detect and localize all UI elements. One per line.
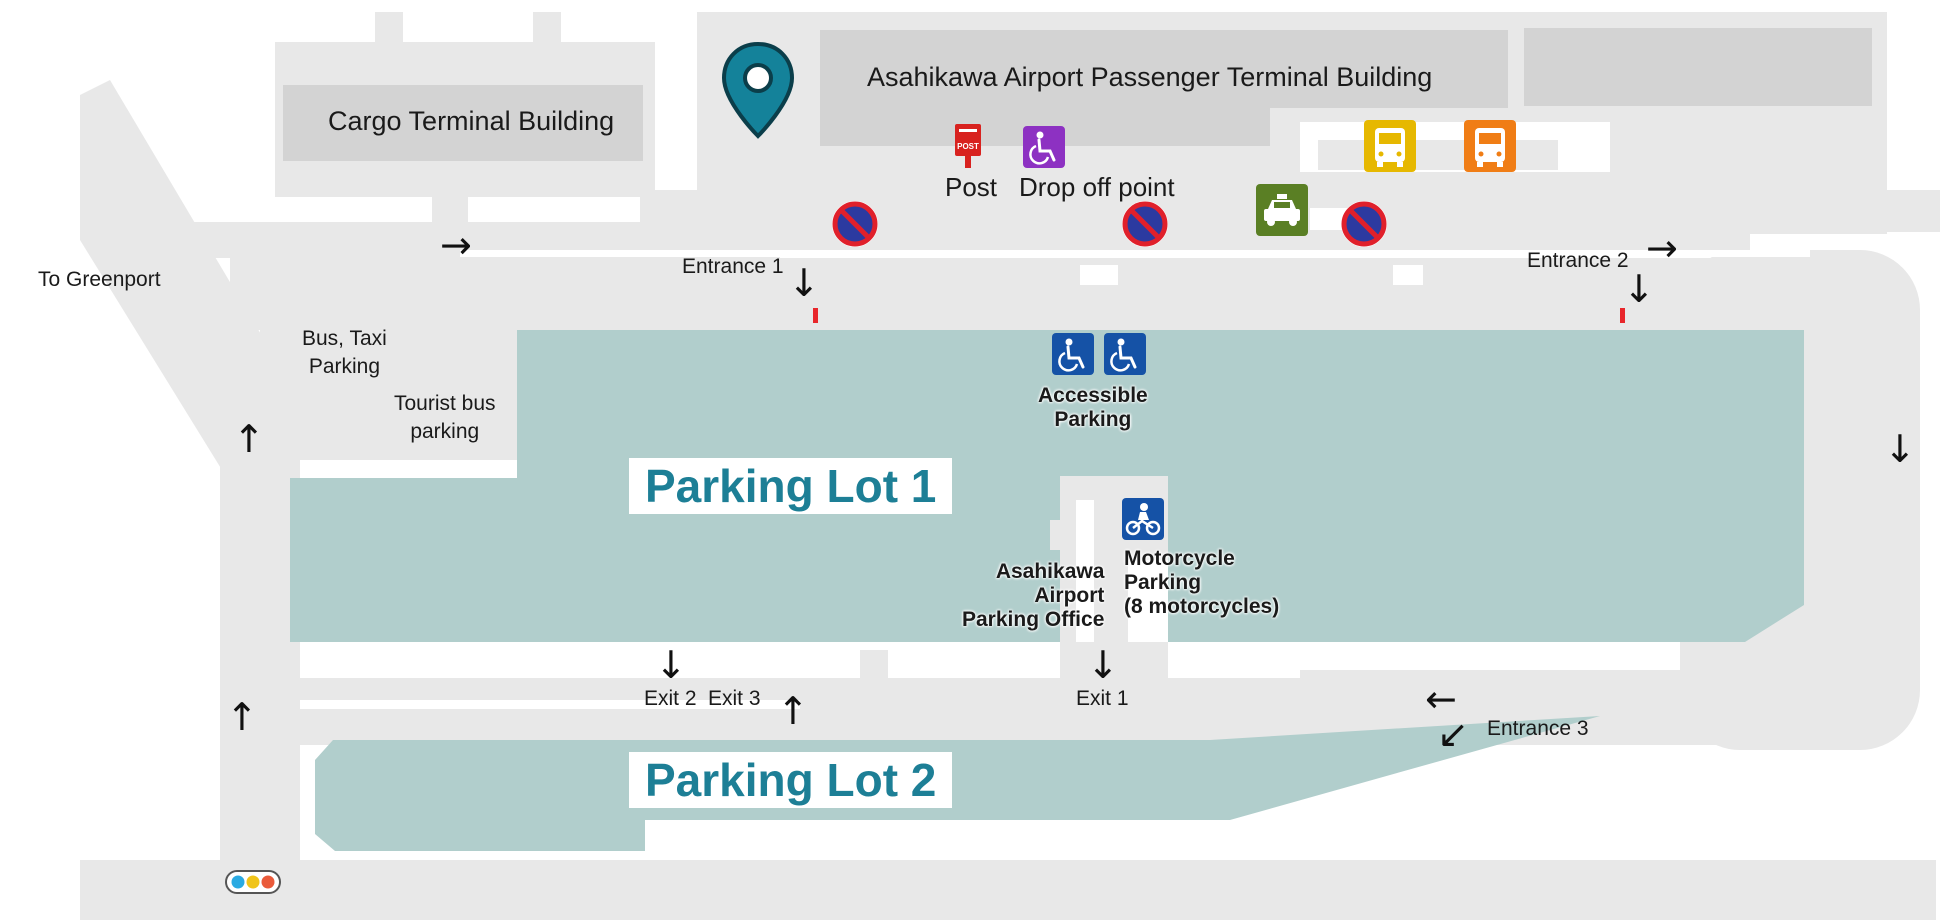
arrow-up-exit-3: ↑ (777, 689, 809, 733)
arrow-up-left: ↑ (233, 417, 265, 461)
median-gap-2 (1393, 265, 1423, 285)
tourist-bus-parking-label: Tourist bus parking (394, 392, 496, 443)
cargo-stub-2 (533, 12, 561, 44)
lane-separators (300, 208, 1810, 709)
parking-lot-2-area (315, 716, 1600, 851)
bottom-main-road (80, 860, 1936, 920)
arrow-down-exit-2: ↓ (655, 643, 687, 687)
left-vertical-road (220, 440, 240, 860)
wheelchair-icon (1052, 333, 1094, 375)
parking-office-label: Asahikawa Airport Parking Office (962, 560, 1105, 631)
separator-2 (300, 700, 800, 709)
motorcycle-icon (1122, 498, 1164, 540)
no-parking-icon (832, 201, 878, 247)
post-label: Post (945, 172, 998, 202)
passenger-terminal-label: Asahikawa Airport Passenger Terminal Bui… (867, 62, 1433, 92)
exit-2-label: Exit 2 (644, 687, 697, 710)
terminal-curb (1080, 122, 1610, 285)
separator-1 (460, 250, 1810, 257)
entrance-1-label: Entrance 1 (682, 255, 784, 278)
median-gap-1 (1080, 265, 1118, 285)
passenger-terminal-building (820, 30, 1508, 108)
arrow-down-east-loop: ↓ (1884, 427, 1916, 471)
terminal-annex-building (1524, 28, 1872, 106)
bus-taxi-area (260, 300, 520, 460)
motorcycle-parking-label: Motorcycle Parking (8 motorcycles) (1124, 547, 1280, 618)
parking-lots (290, 330, 1804, 851)
arrow-right-cargo: → (440, 223, 472, 267)
post-box-icon: POST (955, 124, 981, 168)
bus-icon (1464, 120, 1516, 172)
buildings (283, 28, 1872, 161)
exit-1-label: Exit 1 (1076, 687, 1129, 710)
cargo-stub-1 (375, 12, 403, 44)
parking-lot-1-area (290, 330, 1804, 642)
no-parking-icon (1341, 201, 1387, 247)
east-connector (1300, 670, 1760, 708)
location-pin-icon (721, 41, 795, 139)
office-notch (1050, 520, 1068, 550)
post-box-text: POST (957, 142, 979, 151)
arrow-down-entrance-2: ↓ (1623, 267, 1655, 311)
cargo-terminal-building (283, 85, 643, 161)
office-walkway-strip (1076, 500, 1094, 642)
left-road-to-greenport (80, 80, 300, 860)
no-parking-icon (1122, 201, 1168, 247)
to-greenport-label: To Greenport (38, 268, 161, 291)
arrow-down-left-entrance-3: ↙ (1437, 712, 1469, 756)
cargo-connector (432, 195, 468, 225)
traffic-light-icon (225, 870, 281, 894)
bus-taxi-parking-label: Bus, Taxi Parking (302, 327, 387, 378)
bus-bay-inner (1318, 140, 1558, 170)
entrance-1-gate-marker (813, 308, 818, 323)
wheelchair-icon (1023, 126, 1065, 168)
parking-lot-2-title: Parking Lot 2 (629, 752, 953, 808)
cargo-terminal-label: Cargo Terminal Building (328, 106, 615, 136)
arrow-left-east-connector: ← (1425, 677, 1457, 721)
office-courtyard (1128, 560, 1168, 642)
entrance-2-gate-marker (1620, 308, 1625, 323)
accessible-parking-label: Accessible Parking (1038, 384, 1148, 431)
taxi-icon (1256, 184, 1308, 236)
curb-gap (1310, 208, 1350, 230)
office-walkway (1076, 500, 1168, 642)
parking-lot-1-title: Parking Lot 1 (629, 458, 953, 514)
entrance-3-label: Entrance 3 (1487, 717, 1589, 740)
arrow-down-exit-1: ↓ (1087, 643, 1119, 687)
arrow-down-entrance-1: ↓ (788, 261, 820, 305)
arrow-up-left-lower: ↑ (226, 695, 258, 739)
bus-icon (1364, 120, 1416, 172)
entrance-2-label: Entrance 2 (1527, 249, 1629, 272)
exit-divider (860, 650, 888, 740)
drop-off-point-label: Drop off point (1019, 172, 1175, 202)
wheelchair-icon (1104, 333, 1146, 375)
arrow-right-entrance-2: → (1646, 226, 1678, 270)
exit-3-label: Exit 3 (708, 687, 761, 710)
